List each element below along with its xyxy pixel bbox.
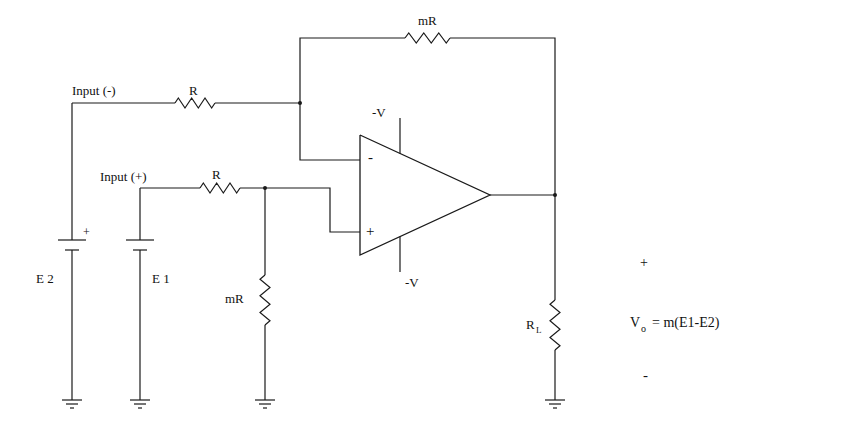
ground-symbol	[255, 399, 275, 400]
battery-symbol	[126, 239, 154, 240]
wire	[215, 103, 360, 160]
circuit-label: V	[630, 316, 640, 330]
ground-symbol	[62, 399, 82, 400]
resistor-symbol	[175, 98, 215, 108]
circuit-label: -V	[372, 106, 386, 119]
wire	[264, 188, 265, 275]
wire	[72, 102, 175, 103]
ground-symbol	[138, 407, 142, 408]
circuit-label: mR	[225, 292, 244, 305]
wire	[139, 188, 140, 240]
circuit-label: L	[536, 326, 542, 335]
ground-symbol	[134, 403, 146, 404]
circuit-label: mR	[418, 14, 437, 27]
circuit-label: E 2	[36, 272, 54, 285]
wire	[490, 194, 555, 195]
opamp-symbol	[360, 135, 490, 255]
circuit-label: +	[640, 256, 648, 270]
wire	[554, 350, 555, 400]
circuit-label: -	[643, 368, 648, 383]
ground-symbol	[549, 403, 561, 404]
ground-symbol	[545, 399, 565, 400]
circuit-label: +	[83, 226, 90, 238]
circuit-label: -	[368, 150, 373, 165]
wire	[140, 187, 200, 188]
wire	[300, 38, 405, 103]
supply-line	[399, 237, 400, 273]
wire	[71, 103, 72, 240]
ground-symbol	[259, 403, 271, 404]
circuit-label: R	[212, 168, 221, 181]
resistor-symbol	[200, 183, 240, 193]
circuit-label: R	[526, 318, 535, 331]
circuit-label: Input (+)	[100, 170, 147, 183]
wire	[264, 325, 265, 400]
battery-symbol	[58, 239, 86, 240]
circuit-label: E 1	[152, 272, 170, 285]
resistor-symbol	[260, 275, 270, 325]
circuit-label: o	[641, 324, 646, 334]
wire	[240, 188, 360, 232]
ground-symbol	[66, 403, 78, 404]
resistor-symbol	[405, 33, 450, 43]
ground-symbol	[263, 407, 267, 408]
circuit-label: R	[189, 84, 198, 97]
circuit-label: +	[366, 224, 374, 239]
wire	[450, 38, 555, 195]
ground-symbol	[130, 399, 150, 400]
ground-symbol	[70, 407, 74, 408]
wire	[139, 250, 140, 400]
wire	[554, 195, 555, 300]
ground-symbol	[553, 407, 557, 408]
resistor-symbol	[550, 300, 560, 350]
circuit-label: -V	[405, 276, 419, 289]
wire	[71, 250, 72, 400]
circuit-label: = m(E1-E2)	[652, 316, 719, 330]
circuit-label: Input (-)	[72, 84, 116, 97]
supply-line	[399, 118, 400, 154]
